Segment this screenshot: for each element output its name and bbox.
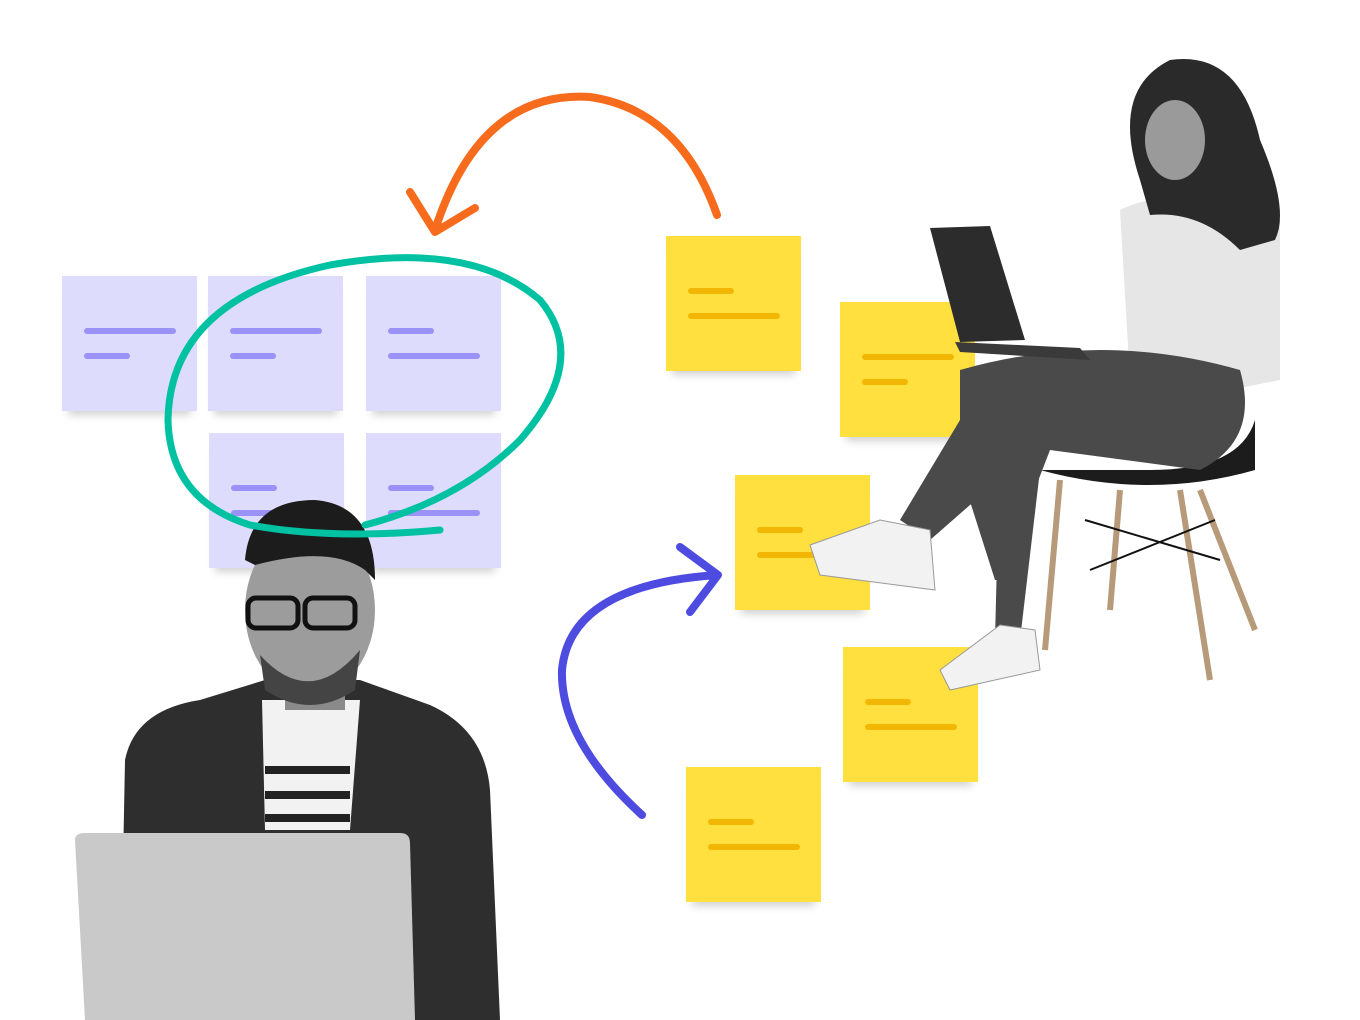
note-text-line xyxy=(862,354,954,360)
note-text-line xyxy=(388,353,480,359)
note-text-line xyxy=(230,328,322,334)
note-text-line xyxy=(231,485,277,491)
purple-sticky-note[interactable] xyxy=(62,276,197,411)
note-text-line xyxy=(757,552,849,558)
note-text-line xyxy=(688,288,734,294)
purple-sticky-note[interactable] xyxy=(366,276,501,411)
note-text-line xyxy=(230,353,276,359)
yellow-sticky-note[interactable] xyxy=(840,302,975,437)
blue-curved-arrow xyxy=(557,543,722,819)
yellow-sticky-note[interactable] xyxy=(686,767,821,902)
note-text-line xyxy=(388,328,434,334)
note-text-line xyxy=(388,485,434,491)
note-text-line xyxy=(708,819,754,825)
note-text-line xyxy=(84,353,130,359)
note-text-line xyxy=(708,844,800,850)
orange-curved-arrow xyxy=(406,92,721,236)
note-text-line xyxy=(862,379,908,385)
note-text-line xyxy=(757,527,803,533)
note-text-line xyxy=(388,510,480,516)
green-loop-circle xyxy=(164,254,565,538)
note-text-line xyxy=(865,724,957,730)
note-text-line xyxy=(688,313,780,319)
note-text-line xyxy=(84,328,176,334)
purple-sticky-note[interactable] xyxy=(208,276,343,411)
woman-on-chair-illustration xyxy=(809,59,1280,691)
yellow-sticky-note[interactable] xyxy=(666,236,801,371)
note-text-line xyxy=(865,699,911,705)
man-with-laptop-illustration xyxy=(75,500,500,1020)
